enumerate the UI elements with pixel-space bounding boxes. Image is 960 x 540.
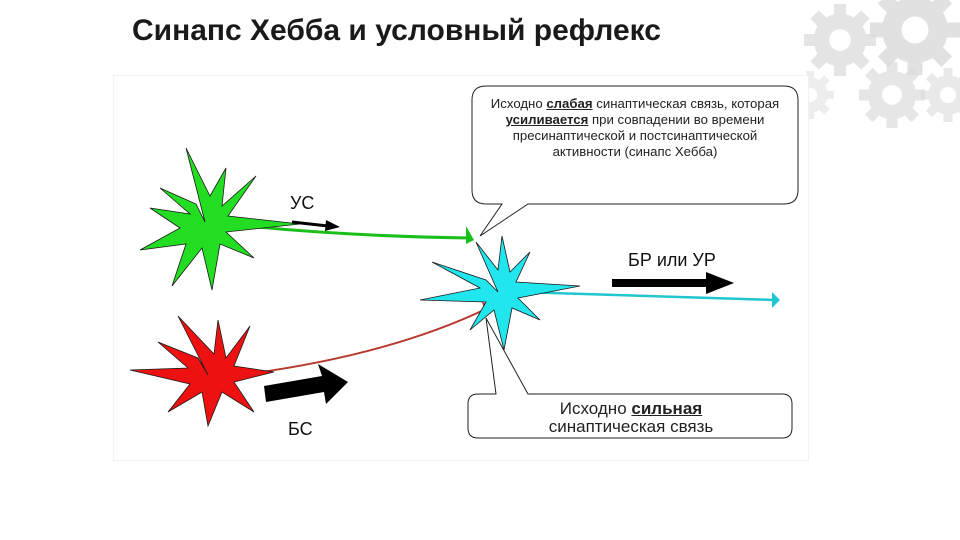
callout-top-text: Исходно слабая синаптическая связь, кото… xyxy=(480,96,790,160)
label-response: БР или УР xyxy=(628,250,716,271)
label-unconditioned-stimulus: БС xyxy=(288,419,313,440)
red-axon xyxy=(214,308,488,378)
arrow-response-icon xyxy=(612,272,734,294)
cyan-axon xyxy=(520,292,776,300)
green-neuron xyxy=(140,148,300,290)
cyan-axon-terminal xyxy=(772,292,780,308)
red-neuron xyxy=(130,316,274,426)
green-axon-terminal xyxy=(466,226,474,244)
label-conditioned-stimulus: УС xyxy=(290,193,314,214)
callout-bottom-text: Исходно сильная синаптическая связь xyxy=(472,400,790,436)
